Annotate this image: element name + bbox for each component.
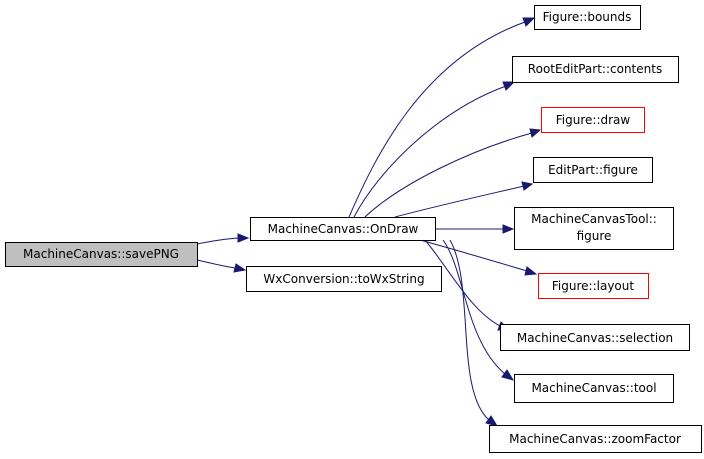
node-label-line2: figure bbox=[577, 229, 612, 243]
node-label: MachineCanvas::tool bbox=[531, 381, 656, 395]
node-machinecanvastool-figure[interactable]: MachineCanvasTool:: figure bbox=[514, 207, 674, 250]
edge-ondraw-draw-arrow bbox=[529, 128, 542, 138]
node-label: RootEditPart::contents bbox=[528, 62, 662, 76]
node-machinecanvas-selection[interactable]: MachineCanvas::selection bbox=[500, 324, 690, 351]
node-machinecanvas-tool[interactable]: MachineCanvas::tool bbox=[514, 374, 674, 403]
edge-ondraw-tool-arrow bbox=[501, 369, 515, 381]
edge-ondraw-layout-arrow bbox=[524, 266, 538, 276]
node-machinecanvas-zoomfactor[interactable]: MachineCanvas::zoomFactor bbox=[489, 425, 702, 453]
node-label: Figure::draw bbox=[556, 113, 631, 127]
nodes: MachineCanvas::savePNG MachineCanvas::On… bbox=[5, 5, 702, 453]
node-label: Figure::layout bbox=[552, 279, 634, 293]
edge-ondraw-zoomfactor-arrow bbox=[485, 415, 499, 427]
node-figure-layout[interactable]: Figure::layout bbox=[538, 273, 649, 299]
edge-ondraw-zoomfactor bbox=[449, 239, 490, 421]
node-machinecanvas-savepng[interactable]: MachineCanvas::savePNG bbox=[5, 242, 198, 267]
edge-ondraw-editpartfigure-arrow bbox=[521, 181, 534, 191]
edge-ondraw-editpartfigure bbox=[394, 185, 525, 218]
node-figure-draw[interactable]: Figure::draw bbox=[541, 107, 645, 133]
edge-ondraw-bounds bbox=[348, 21, 526, 218]
edge-savepng-towxstring-arrow bbox=[233, 263, 247, 273]
edge-ondraw-bounds-arrow bbox=[522, 17, 536, 27]
node-label: MachineCanvas::savePNG bbox=[23, 247, 179, 261]
edge-ondraw-selection bbox=[424, 239, 501, 327]
node-label-line1: MachineCanvasTool:: bbox=[531, 212, 657, 226]
edge-savepng-ondraw-arrow bbox=[237, 233, 250, 243]
node-figure-bounds[interactable]: Figure::bounds bbox=[534, 5, 641, 30]
edge-savepng-ondraw bbox=[196, 237, 239, 245]
node-rooteditpart-contents[interactable]: RootEditPart::contents bbox=[512, 56, 679, 83]
edges bbox=[196, 17, 542, 427]
node-label: WxConversion::toWxString bbox=[263, 272, 424, 286]
edge-ondraw-tool-figure-arrow bbox=[502, 224, 515, 234]
node-label: MachineCanvas::zoomFactor bbox=[509, 432, 681, 446]
node-machinecanvas-ondraw[interactable]: MachineCanvas::OnDraw bbox=[250, 217, 436, 241]
node-editpart-figure[interactable]: EditPart::figure bbox=[533, 157, 653, 183]
edge-ondraw-tool bbox=[442, 239, 506, 375]
node-label: Figure::bounds bbox=[543, 10, 632, 24]
edge-savepng-towxstring bbox=[196, 259, 236, 269]
node-wxconversion-towxstring[interactable]: WxConversion::toWxString bbox=[246, 266, 442, 292]
edge-ondraw-contents bbox=[353, 85, 507, 218]
edge-ondraw-contents-arrow bbox=[502, 81, 516, 91]
node-label: MachineCanvas::selection bbox=[517, 331, 673, 345]
edge-ondraw-layout bbox=[419, 239, 528, 272]
edge-ondraw-draw bbox=[364, 132, 533, 218]
node-label: MachineCanvas::OnDraw bbox=[268, 222, 419, 236]
node-label: EditPart::figure bbox=[548, 163, 638, 177]
